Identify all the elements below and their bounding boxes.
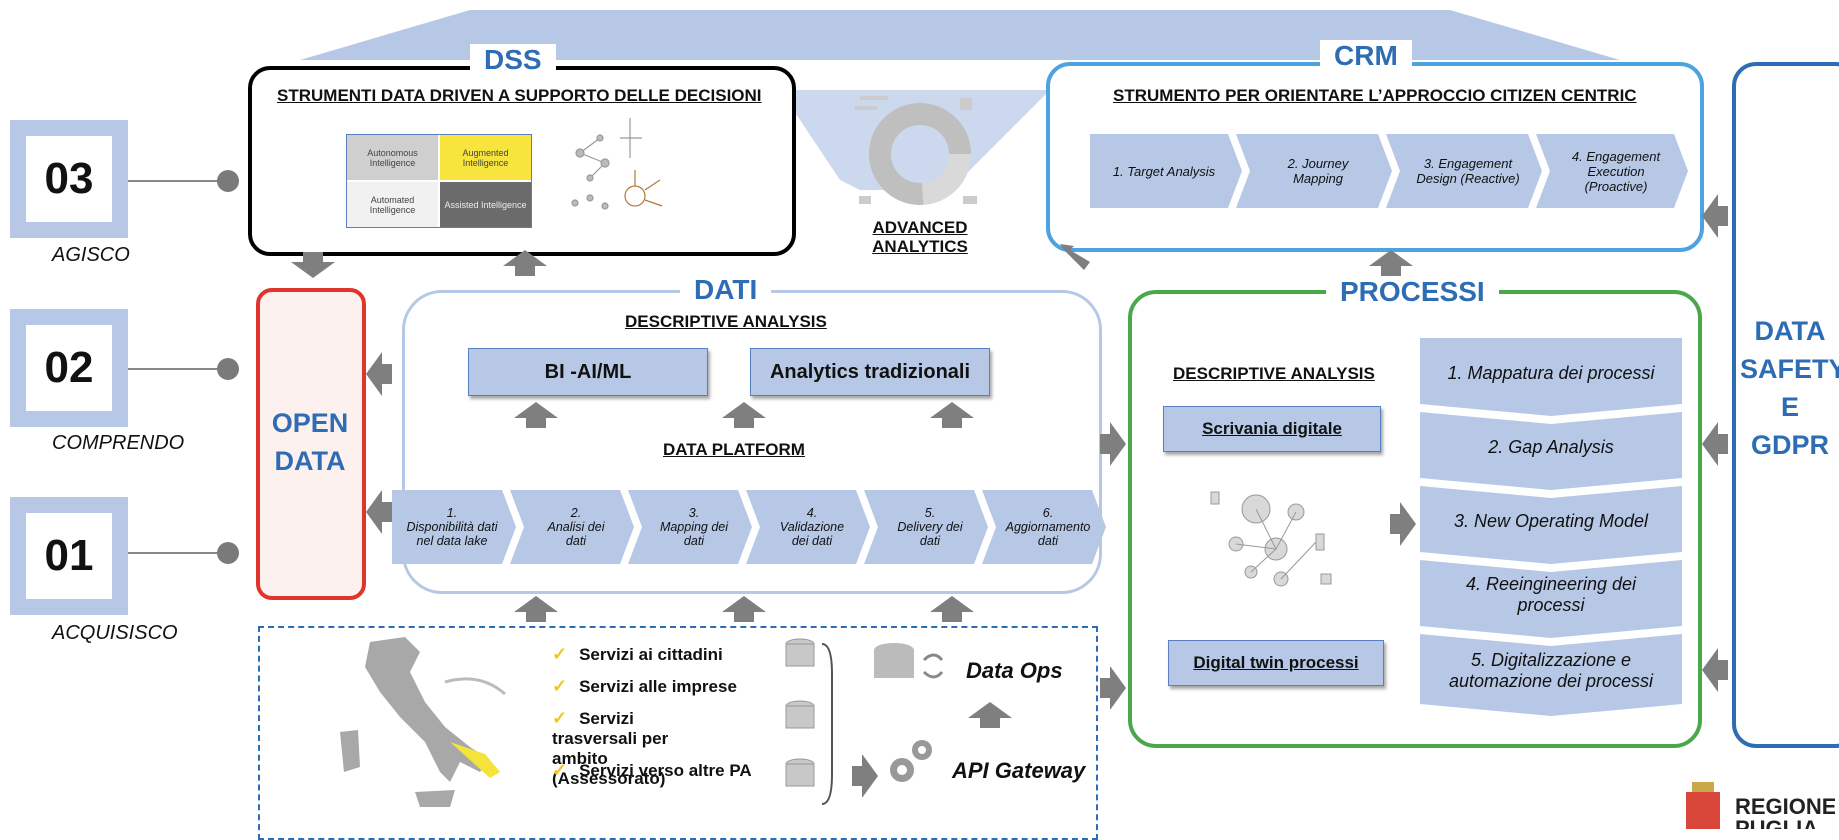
- safety-label: DATA SAFETY E GDPR: [1740, 316, 1839, 460]
- level-dot: [217, 542, 239, 564]
- matrix-cell: Automated Intelligence: [347, 182, 438, 227]
- service-item: ✓Servizi trasversali per ambito (Assesso…: [552, 708, 669, 788]
- crm-step: 1. Target Analysis: [1090, 134, 1242, 208]
- italy-map-icon: [340, 637, 506, 807]
- level-label: COMPRENDO: [52, 432, 185, 454]
- regione-crest-icon: [1686, 782, 1720, 829]
- dss-subtitle: STRUMENTI DATA DRIVEN A SUPPORTO DELLE D…: [277, 86, 762, 105]
- data-platform-step: 6.Aggiornamento dati: [982, 490, 1106, 564]
- api-gateway-label: API Gateway: [952, 758, 1086, 783]
- process-step: 1. Mappatura dei processi: [1420, 338, 1682, 416]
- open-data-label: OPEN DATA: [271, 408, 349, 476]
- process-step: 4. Reeingineering dei processi: [1420, 560, 1682, 638]
- regione-logo-text: REGIONE PUGLIA: [1735, 796, 1835, 829]
- dati-title: DATI: [680, 274, 772, 306]
- intelligence-matrix: Autonomous Intelligence Augmented Intell…: [346, 134, 532, 228]
- process-step: 3. New Operating Model: [1420, 486, 1682, 564]
- dss-title: DSS: [470, 44, 556, 76]
- level-label: AGISCO: [52, 244, 130, 266]
- matrix-cell: Assisted Intelligence: [440, 182, 531, 227]
- analytics-ring-icon: [855, 96, 977, 205]
- process-step: 2. Gap Analysis: [1420, 412, 1682, 490]
- dataops-db-icon: [874, 643, 944, 679]
- dati-descriptive-label: DESCRIPTIVE ANALYSIS: [625, 312, 827, 331]
- bi-ai-ml-box: BI -AI/ML: [468, 348, 708, 396]
- level-02-box: 02: [10, 309, 128, 427]
- crm-step: 2. Journey Mapping: [1236, 134, 1392, 208]
- data-platform-step: 4.Validazione dei dati: [746, 490, 870, 564]
- level-dot: [217, 358, 239, 380]
- crm-title: CRM: [1320, 40, 1412, 72]
- crm-step: 4. Engagement Execution (Proactive): [1536, 134, 1688, 208]
- process-graph-icon: [1210, 491, 1332, 587]
- network-icon: [571, 118, 663, 210]
- service-item: ✓Servizi verso altre PA: [552, 760, 752, 780]
- processi-title: PROCESSI: [1326, 276, 1499, 308]
- safety-panel: [1732, 62, 1839, 748]
- digital-twin-box: Digital twin processi: [1168, 640, 1384, 686]
- level-label: ACQUISISCO: [52, 622, 178, 644]
- level-dot: [217, 170, 239, 192]
- processi-descriptive-label: DESCRIPTIVE ANALYSIS: [1173, 364, 1375, 383]
- data-platform-label: DATA PLATFORM: [663, 440, 805, 459]
- matrix-cell: Augmented Intelligence: [440, 135, 531, 180]
- matrix-cell: Autonomous Intelligence: [347, 135, 438, 180]
- service-item: ✓Servizi ai cittadini: [552, 644, 723, 664]
- data-platform-step: 1.Disponibilità dati nel data lake: [392, 490, 516, 564]
- level-01-box: 01: [10, 497, 128, 615]
- level-03-box: 03: [10, 120, 128, 238]
- crm-subtitle: STRUMENTO PER ORIENTARE L’APPROCCIO CITI…: [1113, 86, 1637, 105]
- crm-step: 3. Engagement Design (Reactive): [1386, 134, 1542, 208]
- process-step: 5. Digitalizzazione e automazione dei pr…: [1420, 634, 1682, 716]
- data-platform-step: 3.Mapping dei dati: [628, 490, 752, 564]
- open-data-panel: [256, 288, 366, 600]
- scrivania-digitale-box: Scrivania digitale: [1163, 406, 1381, 452]
- gear-icon: [890, 740, 932, 782]
- database-stack-icon: [785, 638, 833, 805]
- dataops-label: Data Ops: [966, 658, 1063, 683]
- data-platform-step: 2.Analisi dei dati: [510, 490, 634, 564]
- analytics-tradizionali-box: Analytics tradizionali: [750, 348, 990, 396]
- service-item: ✓Servizi alle imprese: [552, 676, 737, 696]
- advanced-analytics-label: ADVANCED ANALYTICS: [872, 218, 968, 256]
- data-platform-step: 5.Delivery dei dati: [864, 490, 988, 564]
